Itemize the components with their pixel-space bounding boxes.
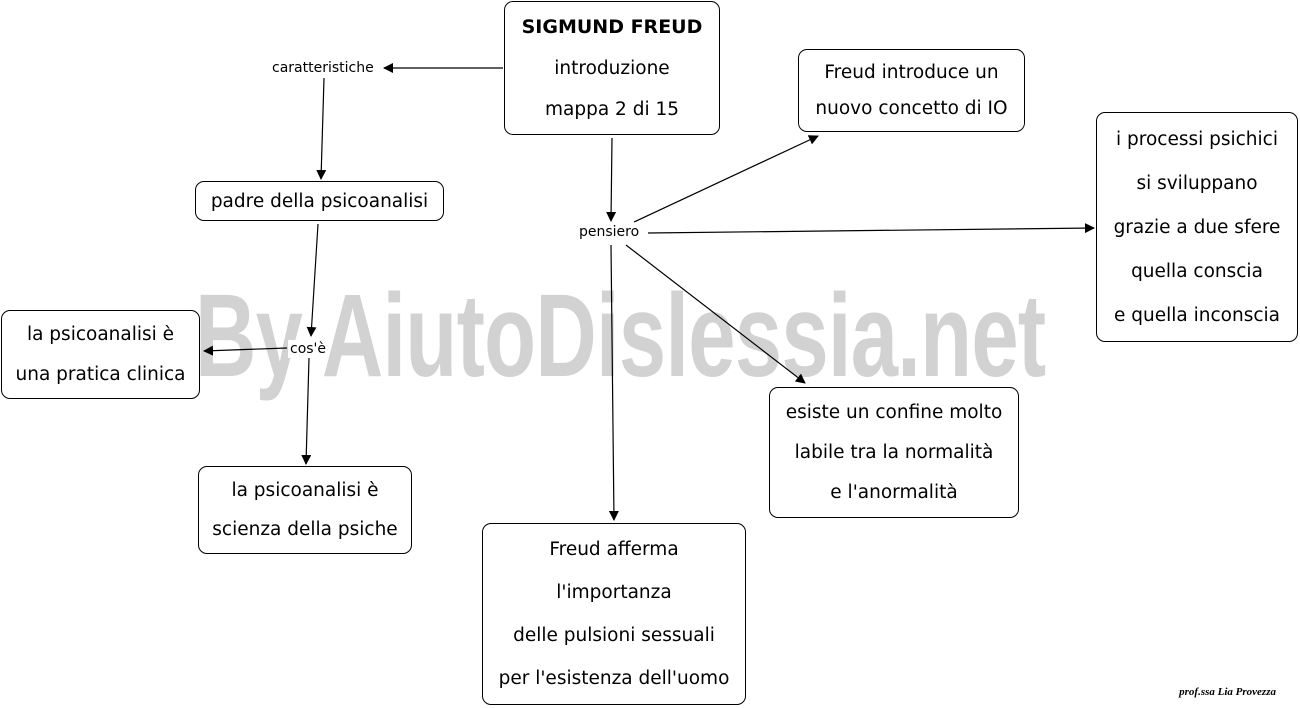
concept-text: l'importanza [556, 582, 672, 603]
edge-pensiero-confine [625, 244, 806, 384]
edge-pensiero-pulsioni [608, 244, 619, 521]
edge-caratteristiche-padre [316, 77, 327, 180]
concept-padre-psicoanalisi: padre della psicoanalisi [195, 181, 444, 221]
concept-text: per l'esistenza dell'uomo [498, 668, 730, 689]
concept-text: e quella inconscia [1114, 304, 1280, 326]
concept-pratica-clinica: la psicoanalisi è una pratica clinica [1, 310, 200, 399]
concept-text: padre della psicoanalisi [210, 190, 429, 212]
concept-text: labile tra la normalità [794, 441, 994, 463]
concept-text: Freud afferma [549, 539, 679, 560]
link-label-caratteristiche: caratteristiche [270, 59, 376, 77]
concept-text: una pratica clinica [15, 363, 186, 385]
concept-root-sigmund-freud: SIGMUND FREUD introduzione mappa 2 di 15 [504, 1, 720, 135]
concept-scienza-psiche: la psicoanalisi è scienza della psiche [198, 466, 412, 554]
concept-text: delle pulsioni sessuali [513, 625, 715, 646]
concept-confine-normalita: esiste un confine molto labile tra la no… [769, 387, 1019, 518]
edge-cose-scienza [301, 357, 312, 465]
concept-pulsioni-sessuali: Freud afferma l'importanza delle pulsion… [482, 523, 746, 705]
link-label-cose: cos'è [288, 340, 329, 358]
concept-text: esiste un confine molto [785, 401, 1003, 423]
concept-text: e l'anormalità [830, 482, 958, 504]
edge-pensiero-processi [647, 223, 1095, 234]
concept-text: i processi psichici [1115, 128, 1278, 150]
edge-pensiero-io [633, 135, 819, 223]
concept-nuovo-io: Freud introduce un nuovo concetto di IO [798, 49, 1025, 132]
concept-processi-psichici: i processi psichici si sviluppano grazie… [1096, 112, 1298, 342]
author-signature: prof.ssa Lia Provezza [1179, 686, 1276, 698]
concept-text: nuovo concetto di IO [815, 98, 1008, 120]
concept-text: la psicoanalisi è [231, 480, 379, 501]
root-map-index: mappa 2 di 15 [544, 99, 680, 120]
concept-text: grazie a due sfere [1113, 216, 1281, 238]
concept-text: quella conscia [1131, 260, 1263, 282]
root-title: SIGMUND FREUD [521, 16, 703, 38]
edge-root-pensiero [606, 137, 617, 222]
concept-text: la psicoanalisi è [26, 324, 175, 346]
link-label-pensiero: pensiero [577, 223, 642, 241]
edge-cose-pratica [203, 345, 288, 356]
edge-padre-cose [306, 223, 319, 337]
concept-text: si sviluppano [1136, 172, 1258, 194]
concept-text: scienza della psiche [212, 519, 398, 540]
concept-text: Freud introduce un [824, 61, 999, 83]
root-subtitle: introduzione [554, 58, 670, 79]
